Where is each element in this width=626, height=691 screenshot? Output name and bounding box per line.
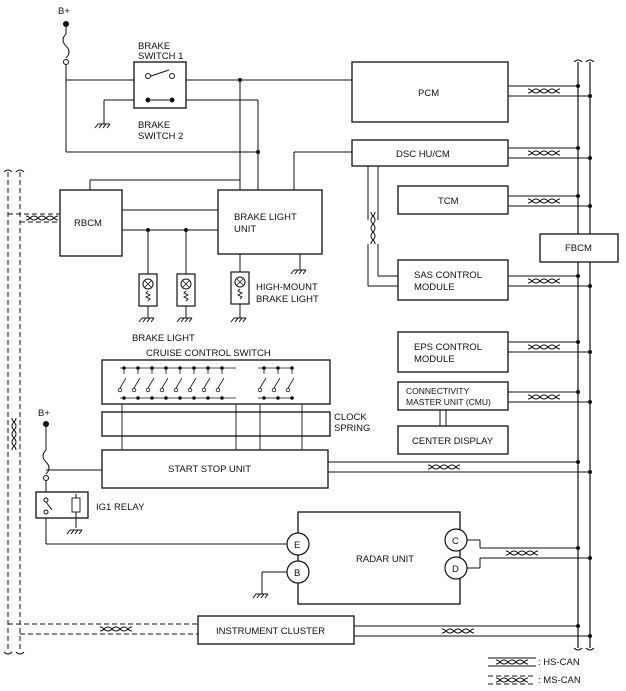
ig1-relay-label: IG1 RELAY [96,502,145,513]
radar-pin-d-label: D [452,564,459,575]
ig1-relay [35,491,288,545]
cruise-switch-contact [117,366,127,400]
high-mount-brake-light-lamp [230,271,250,305]
brake-light-unit-label-line1: BRAKE LIGHT [234,212,297,223]
radar-pin-e-label: E [294,540,300,551]
pcm-label: PCM [418,88,439,99]
brake-light-unit [217,189,323,255]
legend-hs-can-label: : HS-CAN [538,657,580,668]
sas-label-line1: SAS CONTROL [414,270,482,281]
pcm-module [351,61,509,123]
dsc-hu-cm-module [351,139,509,167]
brake-light-right-lamp [176,273,196,307]
brake-switch-1-label-line1: BRAKE [138,41,170,52]
center-display [397,425,509,455]
eps-label-line2: MODULE [414,354,455,365]
cruise-control-switch-label: CRUISE CONTROL SWITCH [146,348,271,359]
cruise-switch-contact [215,366,225,400]
fbcm-label: FBCM [565,243,592,254]
b-plus-top-label: B+ [58,6,70,17]
instrument-cluster [197,615,355,645]
high-mount-label-line1: HIGH-MOUNT [256,282,318,293]
brake-switch-1-label-line2: SWITCH 1 [138,51,183,62]
cruise-switch-contact [271,366,281,400]
clock-spring-label-line2: SPRING [334,423,370,434]
clock-spring-label-line1: CLOCK [334,412,367,423]
cruise-switch-contact [187,366,197,400]
dsc-label: DSC HU/CM [396,149,450,160]
clock-spring [101,411,331,437]
brake-switch-2-label-line2: SWITCH 2 [138,131,183,142]
cmu-label-line2: MASTER UNIT (CMU) [406,397,491,407]
cruise-switch-contact [159,366,169,400]
eps-label-line1: EPS CONTROL [414,342,482,353]
legend-ms-can-label: : MS-CAN [538,675,581,686]
brake-switch-2-label-line1: BRAKE [138,120,170,131]
radar-pin-c-label: C [452,536,459,547]
center-display-label: CENTER DISPLAY [412,436,494,447]
cruise-switch-elements [117,366,295,400]
radar-pin-e [286,532,310,556]
brake-switch [66,61,352,124]
start-stop-unit-label: START STOP UNIT [168,464,251,475]
rbcm-module [59,189,123,257]
brake-light-left-lamp [138,273,158,307]
brake-light-label: BRAKE LIGHT [132,333,195,344]
radar-unit [297,511,461,605]
cruise-switch-contact [145,366,155,400]
start-stop-unit [101,449,329,489]
high-mount-label-line2: BRAKE LIGHT [256,294,319,305]
radar-unit-label: RADAR UNIT [356,554,414,565]
battery-supply-bottom [42,421,102,492]
sas-control-module [397,259,509,301]
sas-label-line2: MODULE [414,282,455,293]
b-plus-bottom-label: B+ [38,408,50,419]
legend [488,657,536,685]
cruise-switch-contact [173,366,183,400]
cruise-switch-contact [131,366,141,400]
rbcm-label: RBCM [74,218,102,229]
connectivity-master-unit [397,381,509,411]
cruise-switch-contact [285,366,295,400]
instrument-cluster-label: INSTRUMENT CLUSTER [216,626,325,637]
brake-light-unit-label-line2: UNIT [234,224,256,235]
cmu-label-line1: CONNECTIVITY [406,386,470,396]
cruise-control-switch [101,359,331,405]
tcm-module [397,185,509,215]
cruise-switch-contact [257,366,267,400]
cruise-switch-contact [201,366,211,400]
radar-pin-b-label: B [294,568,300,579]
tcm-label: TCM [438,196,459,207]
eps-control-module [397,331,509,373]
battery-supply-top [62,21,70,152]
fbcm-module [539,233,619,263]
